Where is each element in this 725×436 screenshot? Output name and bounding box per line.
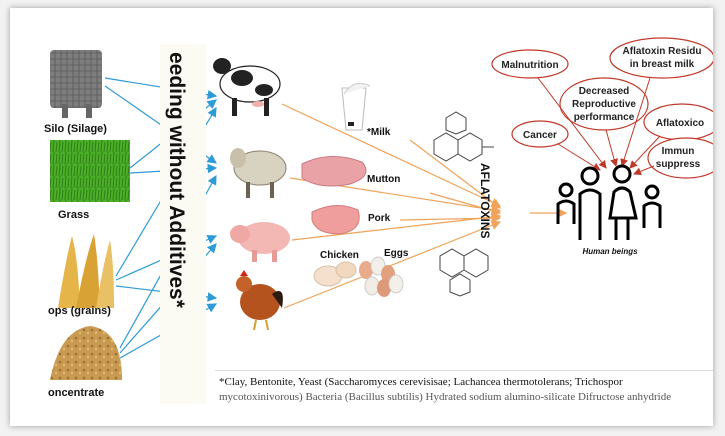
footnote: *Clay, Bentonite, Yeast (Saccharomyces c…	[215, 370, 713, 413]
grains-image	[58, 234, 114, 308]
effect-breast-milk-2: in breast milk	[630, 59, 695, 70]
effect-bubble-aflatoxicosis: Aflatoxico	[644, 104, 713, 140]
aflatoxin-structure-bottom	[440, 249, 488, 296]
effect-reproductive-1: Decreased	[579, 86, 630, 97]
pig-image	[230, 222, 290, 262]
chicken-label: Chicken	[320, 250, 359, 261]
sheep-image	[230, 148, 286, 198]
human-label: Human beings	[582, 247, 638, 256]
grains-label: ops (grains)	[48, 305, 111, 317]
figure-frame: Silo (Silage) Grass ops (grains) oncentr…	[10, 8, 713, 426]
concentrate-label: oncentrate	[48, 387, 104, 399]
chicken-image	[236, 270, 283, 330]
pork-label: Pork	[368, 213, 391, 224]
concentrate-image	[50, 326, 122, 380]
eggs-label: Eggs	[384, 248, 409, 259]
milk-label: *Milk	[367, 127, 391, 138]
effect-immune-1: Immun	[662, 146, 695, 157]
effect-breast-milk-1: Aflatoxin Residu	[623, 46, 702, 57]
effect-bubble-cancer: Cancer	[512, 121, 568, 147]
aflatoxins-label: AFLATOXINS	[478, 163, 492, 239]
effect-bubble-reproductive: Decreased Reproductive performance	[560, 78, 648, 130]
footnote-line-2: mycotoxinivorous) Bacteria (Bacillus sub…	[219, 390, 713, 405]
milk-image	[342, 83, 370, 130]
effect-cancer: Cancer	[523, 130, 557, 141]
pork-image	[312, 205, 359, 234]
vertical-title: eeding without Additives*	[165, 52, 188, 309]
grass-image	[50, 140, 130, 202]
family-icon	[558, 166, 660, 240]
footnote-line-1: *Clay, Bentonite, Yeast (Saccharomyces c…	[219, 375, 713, 390]
effect-immune-2: suppress	[656, 159, 701, 170]
cow-image	[213, 58, 280, 116]
mutton-label: Mutton	[367, 174, 400, 185]
feed-to-human-diagram: Silo (Silage) Grass ops (grains) oncentr…	[10, 8, 713, 426]
effect-bubble-breast-milk: Aflatoxin Residu in breast milk	[610, 38, 713, 78]
mutton-image	[302, 156, 366, 186]
effect-malnutrition: Malnutrition	[501, 60, 558, 71]
aflatoxin-structure-top	[434, 112, 494, 161]
silo-image	[50, 50, 102, 118]
grass-label: Grass	[58, 209, 89, 221]
silo-label: Silo (Silage)	[44, 123, 107, 135]
effect-reproductive-3: performance	[574, 112, 635, 123]
effect-bubble-malnutrition: Malnutrition	[492, 50, 568, 78]
effect-aflatoxicosis: Aflatoxico	[656, 118, 704, 129]
effect-reproductive-2: Reproductive	[572, 99, 636, 110]
effect-bubble-immune: Immun suppress	[648, 138, 713, 178]
